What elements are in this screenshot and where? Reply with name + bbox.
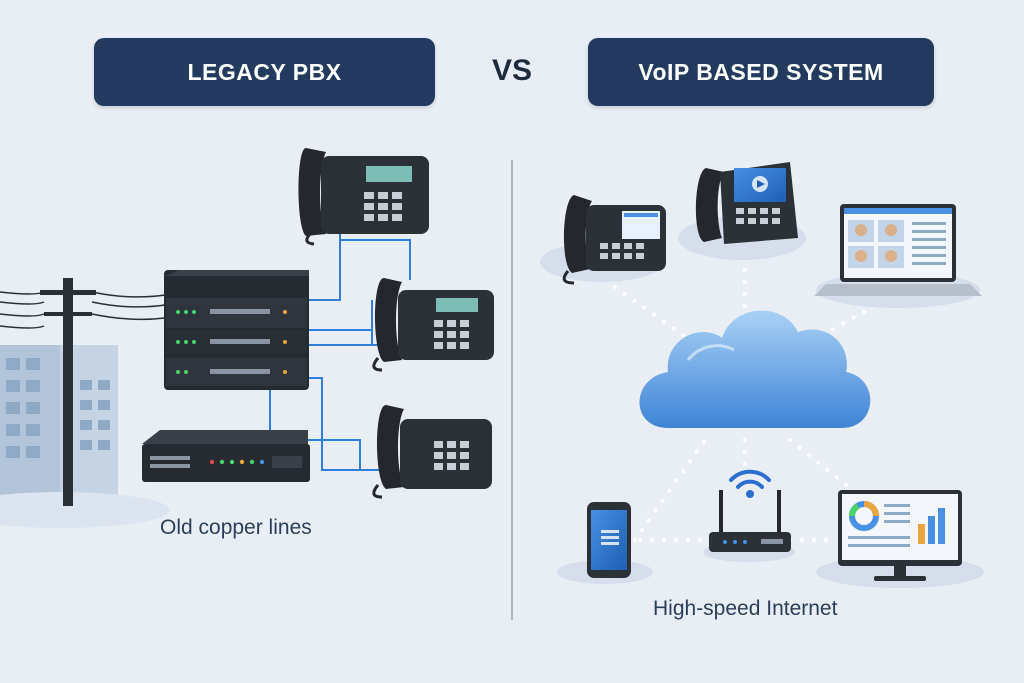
desk-phone-icon: [298, 148, 429, 246]
voip-system-title: VoIP BASED SYSTEM: [588, 38, 934, 106]
vs-label: VS: [491, 54, 533, 87]
pbx-unit-icon: [142, 430, 310, 482]
copper-lines-caption: Old copper lines: [160, 516, 312, 539]
utility-pole-icon: [0, 278, 166, 506]
wifi-router-icon: [709, 469, 791, 552]
cloud-icon: [639, 310, 871, 428]
desk-phone-icon: [372, 278, 494, 372]
legacy-pbx-title: LEGACY PBX: [94, 38, 435, 106]
network-connection-dots: [603, 268, 887, 542]
monitor-dashboard-icon: [838, 490, 962, 581]
smartphone-icon: [587, 502, 631, 578]
video-phone-icon: [695, 162, 798, 244]
desk-phone-icon: [372, 405, 492, 499]
ip-phone-icon: [562, 195, 666, 285]
internet-caption: High-speed Internet: [653, 597, 838, 620]
office-building-icon: [0, 345, 170, 528]
server-rack-icon: [164, 270, 309, 390]
center-divider: [511, 160, 513, 620]
laptop-video-call-icon: [814, 204, 982, 296]
